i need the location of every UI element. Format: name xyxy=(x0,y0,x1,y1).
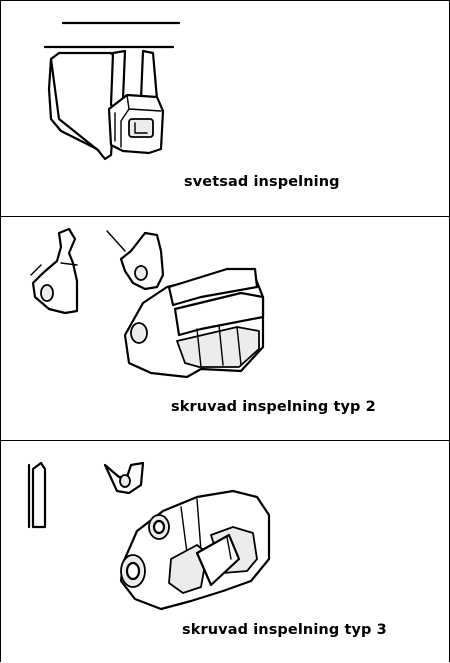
bolted-mount-type2-drawing xyxy=(30,227,265,379)
bolted-mount-type3-drawing xyxy=(27,461,271,611)
welded-mount-drawing xyxy=(43,21,181,161)
panel-bolted-mount-type3: skruvad inspelning typ 3 xyxy=(1,441,449,663)
panel-welded-mount: svetsad inspelning xyxy=(1,1,449,217)
panel-bolted-mount-type2: skruvad inspelning typ 2 xyxy=(1,217,449,441)
caption-welded-mount: svetsad inspelning xyxy=(184,174,340,190)
caption-bolted-mount-type3: skruvad inspelning typ 3 xyxy=(182,622,387,638)
caption-bolted-mount-type2: skruvad inspelning typ 2 xyxy=(171,399,376,415)
